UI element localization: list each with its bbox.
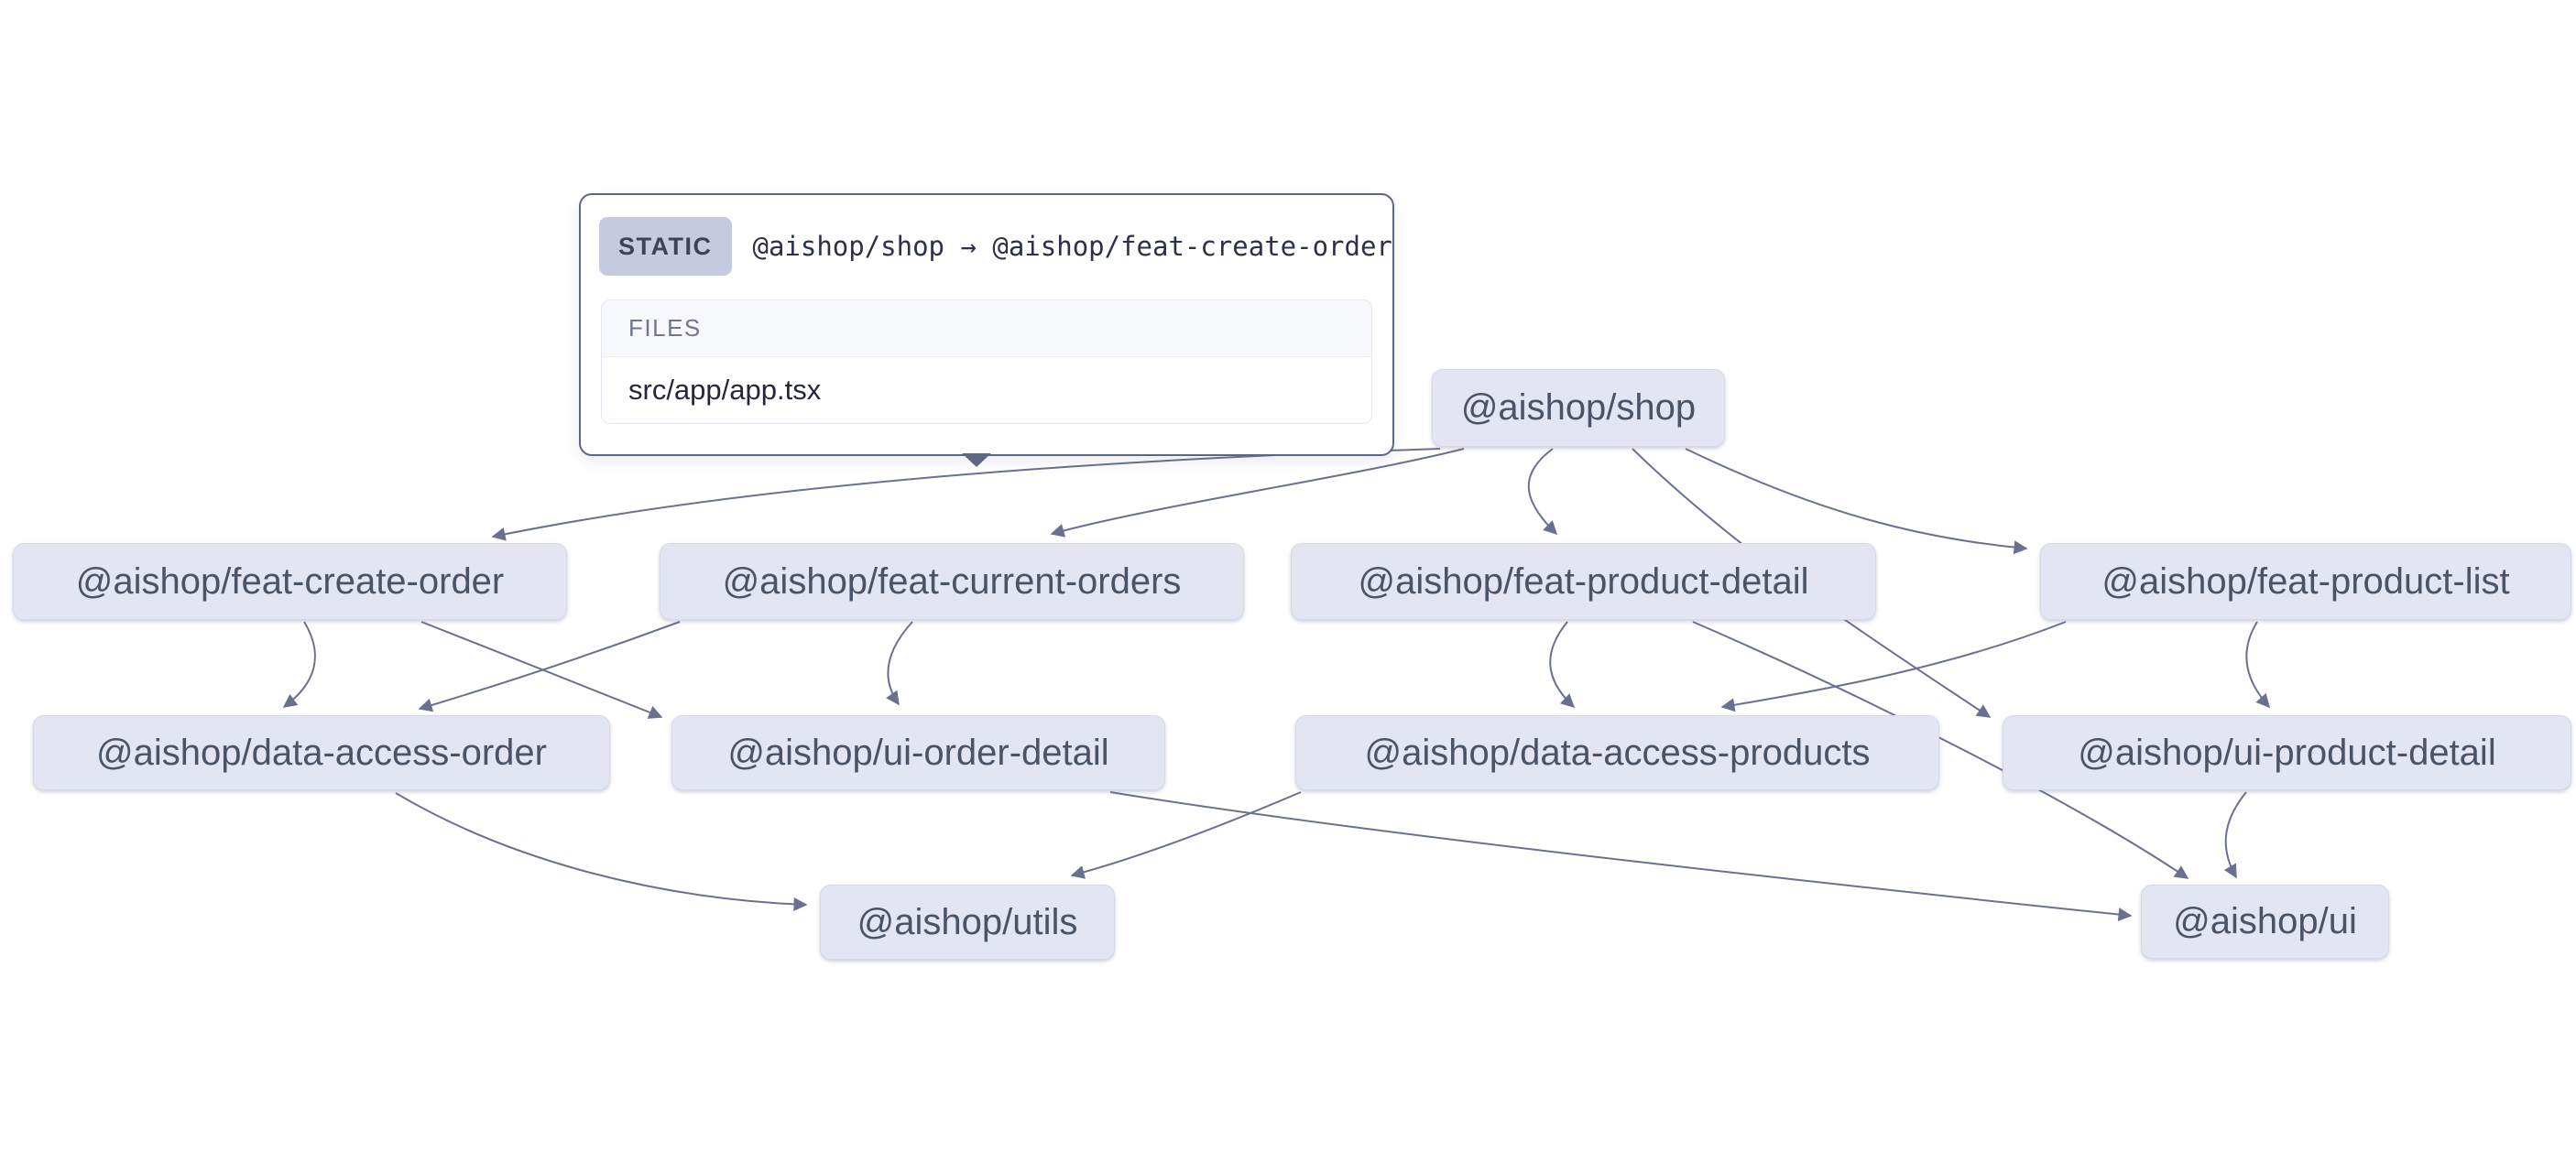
graph-node-data-access-order[interactable]: @aishop/data-access-order xyxy=(33,715,610,790)
graph-node-ui-product-detail[interactable]: @aishop/ui-product-detail xyxy=(2003,715,2571,790)
edge-feat-product-list-ui-product-detail[interactable] xyxy=(2245,621,2270,709)
edge-ui-order-detail-ui[interactable] xyxy=(1109,791,2133,922)
edge-feat-create-order-data-access-order[interactable] xyxy=(282,621,316,708)
edge-shop-feat-product-list[interactable] xyxy=(1685,448,2028,555)
edge-feat-current-orders-data-access-order[interactable] xyxy=(418,621,681,712)
graph-node-feat-current-orders[interactable]: @aishop/feat-current-orders xyxy=(660,543,1244,620)
edge-feat-product-detail-data-access-products[interactable] xyxy=(1549,621,1576,709)
edge-feat-product-detail-ui[interactable] xyxy=(1692,621,2189,879)
graph-node-feat-create-order[interactable]: @aishop/feat-create-order xyxy=(13,543,567,620)
edge-ui-product-detail-ui[interactable] xyxy=(2223,791,2247,879)
tooltip-pointer-icon xyxy=(962,453,991,467)
graph-node-ui-order-detail[interactable]: @aishop/ui-order-detail xyxy=(671,715,1165,790)
edge-feat-current-orders-ui-order-detail[interactable] xyxy=(886,621,913,706)
edge-files-box: FILES src/app/app.tsx xyxy=(601,299,1372,424)
graph-node-feat-product-list[interactable]: @aishop/feat-product-list xyxy=(2040,543,2571,620)
graph-node-data-access-products[interactable]: @aishop/data-access-products xyxy=(1295,715,1939,790)
graph-node-feat-product-detail[interactable]: @aishop/feat-product-detail xyxy=(1291,543,1876,620)
edge-type-badge: STATIC xyxy=(599,217,732,276)
edge-files-header: FILES xyxy=(602,300,1371,357)
graph-node-shop[interactable]: @aishop/shop xyxy=(1432,369,1725,447)
edge-tooltip: STATIC @aishop/shop → @aishop/feat-creat… xyxy=(579,193,1394,467)
edge-feat-product-list-data-access-products[interactable] xyxy=(1720,621,2067,712)
edge-shop-feat-product-detail[interactable] xyxy=(1527,448,1558,536)
edge-shop-feat-current-orders[interactable] xyxy=(1050,448,1465,538)
edge-data-access-products-utils[interactable] xyxy=(1070,791,1302,879)
edge-feat-create-order-ui-order-detail[interactable] xyxy=(420,621,663,719)
graph-node-utils[interactable]: @aishop/utils xyxy=(820,885,1115,960)
edge-data-access-order-utils[interactable] xyxy=(395,792,808,911)
graph-node-ui[interactable]: @aishop/ui xyxy=(2141,885,2389,959)
edge-tooltip-title: @aishop/shop → @aishop/feat-create-order xyxy=(752,231,1392,262)
edge-file-item: src/app/app.tsx xyxy=(602,357,1371,423)
edge-tooltip-header: STATIC @aishop/shop → @aishop/feat-creat… xyxy=(581,195,1392,276)
